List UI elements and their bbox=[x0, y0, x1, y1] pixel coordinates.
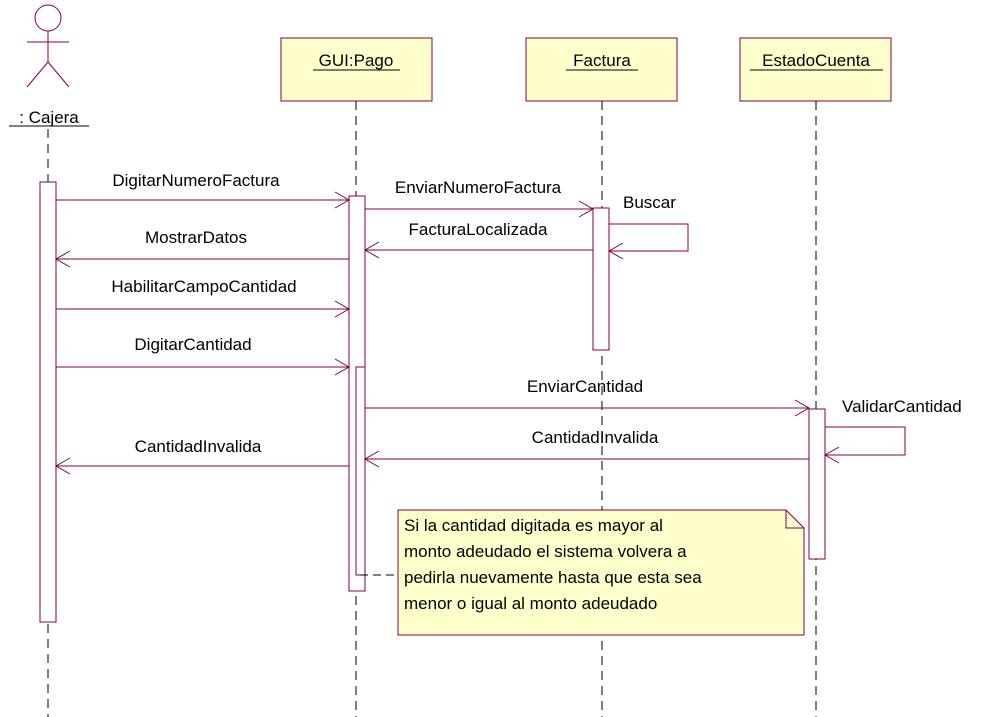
message-buscar-self: Buscar bbox=[607, 193, 689, 260]
object-gui-pago-label: GUI:Pago bbox=[319, 51, 394, 70]
object-factura-label: Factura bbox=[573, 51, 631, 70]
activation-gui-pago-inner bbox=[355, 366, 366, 576]
note-line-1: Si la cantidad digitada es mayor al bbox=[404, 516, 663, 535]
note-line-3: pedirla nuevamente hasta que esta sea bbox=[404, 568, 702, 587]
message-digitar-cantidad: DigitarCantidad bbox=[56, 335, 351, 376]
message-factura-localizada: FacturaLocalizada bbox=[363, 220, 593, 259]
message-label: DigitarNumeroFactura bbox=[112, 171, 280, 190]
actor-cajera: : Cajera bbox=[9, 4, 89, 127]
message-cantidad-invalida-to-cajera: CantidadInvalida bbox=[54, 437, 349, 475]
message-label: EnviarNumeroFactura bbox=[395, 178, 562, 197]
note-line-4: menor o igual al monto adeudado bbox=[404, 594, 657, 613]
object-gui-pago: GUI:Pago bbox=[280, 37, 433, 102]
note: Si la cantidad digitada es mayor al mont… bbox=[360, 509, 805, 636]
message-label: DigitarCantidad bbox=[134, 335, 251, 354]
message-label: Buscar bbox=[623, 193, 676, 212]
message-enviar-numero-factura: EnviarNumeroFactura bbox=[365, 178, 595, 218]
message-label: MostrarDatos bbox=[145, 228, 247, 247]
object-estadocuenta: EstadoCuenta bbox=[739, 37, 892, 102]
object-factura: Factura bbox=[525, 37, 678, 102]
message-cantidad-invalida-return: CantidadInvalida bbox=[363, 428, 809, 468]
message-digitar-numero-factura: DigitarNumeroFactura bbox=[56, 171, 351, 209]
message-validar-cantidad-self: ValidarCantidad bbox=[823, 397, 962, 464]
message-label: CantidadInvalida bbox=[532, 428, 659, 447]
message-mostrar-datos: MostrarDatos bbox=[54, 228, 349, 268]
stick-figure-icon bbox=[26, 4, 70, 88]
message-label: EnviarCantidad bbox=[527, 377, 643, 396]
object-estadocuenta-label: EstadoCuenta bbox=[762, 51, 870, 70]
message-label: FacturaLocalizada bbox=[409, 220, 548, 239]
message-enviar-cantidad: EnviarCantidad bbox=[365, 377, 811, 417]
note-box bbox=[397, 509, 805, 636]
message-label: CantidadInvalida bbox=[135, 437, 262, 456]
activation-estadocuenta bbox=[808, 408, 826, 560]
note-fold bbox=[785, 510, 804, 529]
message-label: HabilitarCampoCantidad bbox=[111, 277, 296, 296]
activation-cajera bbox=[39, 181, 57, 623]
activation-factura bbox=[592, 207, 610, 351]
message-label: ValidarCantidad bbox=[842, 397, 962, 416]
actor-name: : Cajera bbox=[19, 108, 79, 127]
message-habilitar-campo-cantidad: HabilitarCampoCantidad bbox=[56, 277, 351, 318]
note-line-2: monto adeudado el sistema volvera a bbox=[404, 542, 687, 561]
